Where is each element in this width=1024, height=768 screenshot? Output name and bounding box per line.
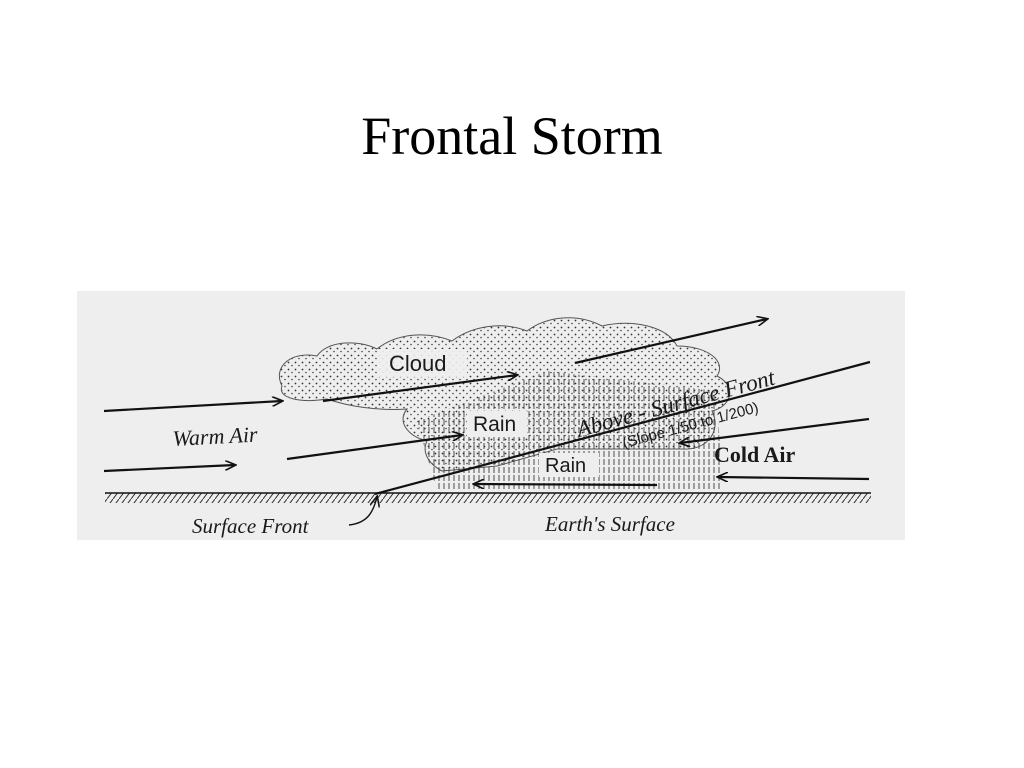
earth-surface-hatch bbox=[105, 493, 871, 503]
cold-air-arrow-3 bbox=[474, 484, 658, 485]
earths-surface-label: Earth's Surface bbox=[544, 512, 675, 536]
surface-front-label: Surface Front bbox=[192, 514, 310, 538]
rain-label-upper: Rain bbox=[473, 413, 516, 436]
warm-air-arrow-1 bbox=[103, 401, 282, 413]
slide-title: Frontal Storm bbox=[361, 106, 663, 166]
warm-air-arrow-5 bbox=[574, 319, 767, 365]
surface-front-pointer bbox=[348, 497, 377, 526]
warm-air-arrow-4 bbox=[286, 435, 462, 461]
warm-air-arrow-2 bbox=[103, 465, 235, 473]
above-surface-front-line bbox=[374, 360, 871, 496]
cold-air-arrow-1 bbox=[680, 417, 870, 443]
warm-air-arrow-3 bbox=[322, 375, 517, 403]
cloud-label: Cloud bbox=[389, 351, 446, 376]
rain-label-lower: Rain bbox=[545, 455, 586, 477]
rain-zone bbox=[417, 371, 722, 491]
cold-air-arrow-2 bbox=[718, 477, 870, 479]
warm-air-label: Warm Air bbox=[172, 422, 259, 451]
cold-air-label: Cold Air bbox=[714, 442, 796, 467]
frontal-storm-diagram: Cloud Rain Rain Warm Air Cold Air Above … bbox=[77, 291, 905, 540]
